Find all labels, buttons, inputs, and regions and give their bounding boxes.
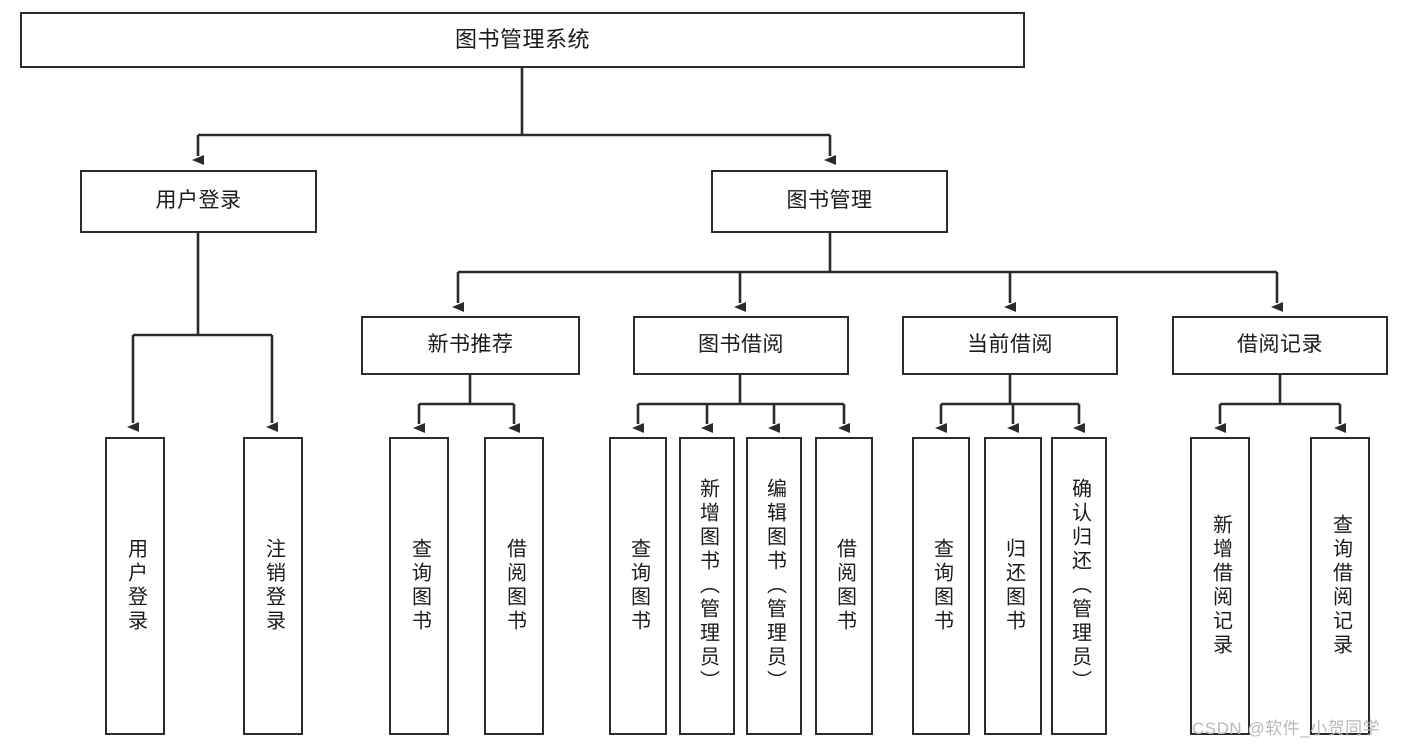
node-leaf-add-record-label: 新增借阅记录: [1209, 514, 1232, 658]
node-current-borrow[interactable]: 当前借阅: [902, 316, 1118, 375]
node-leaf-logout-label: 注销登录: [262, 538, 285, 634]
node-leaf-confirm-return-label: 确认归还（管理员）: [1068, 478, 1091, 694]
node-leaf-borrow-book-2-label: 借阅图书: [833, 538, 856, 634]
node-root-label: 图书管理系统: [454, 27, 590, 53]
node-leaf-borrow-book-1[interactable]: 借阅图书: [484, 437, 544, 735]
node-leaf-logout[interactable]: 注销登录: [243, 437, 303, 735]
node-leaf-query-book-3[interactable]: 查询图书: [912, 437, 970, 735]
node-leaf-confirm-return[interactable]: 确认归还（管理员）: [1051, 437, 1107, 735]
node-book-manage-label: 图书管理: [786, 189, 873, 213]
node-user-login[interactable]: 用户登录: [80, 170, 317, 233]
node-current-borrow-label: 当前借阅: [967, 333, 1053, 357]
node-user-login-label: 用户登录: [155, 189, 242, 213]
node-leaf-add-book[interactable]: 新增图书（管理员）: [679, 437, 735, 735]
node-new-book-rec-label: 新书推荐: [427, 333, 514, 357]
node-book-borrow[interactable]: 图书借阅: [633, 316, 849, 375]
node-leaf-query-book-1[interactable]: 查询图书: [389, 437, 449, 735]
node-leaf-borrow-book-2[interactable]: 借阅图书: [815, 437, 873, 735]
node-borrow-record-label: 借阅记录: [1237, 333, 1323, 357]
node-leaf-return-book[interactable]: 归还图书: [984, 437, 1042, 735]
node-leaf-query-record-label: 查询借阅记录: [1329, 514, 1352, 658]
node-leaf-query-book-1-label: 查询图书: [408, 538, 431, 634]
node-leaf-return-book-label: 归还图书: [1002, 538, 1025, 634]
node-leaf-edit-book-label: 编辑图书（管理员）: [763, 478, 786, 694]
node-book-borrow-label: 图书借阅: [698, 333, 784, 357]
node-leaf-add-record[interactable]: 新增借阅记录: [1190, 437, 1250, 735]
node-leaf-add-book-label: 新增图书（管理员）: [696, 478, 719, 694]
node-borrow-record[interactable]: 借阅记录: [1172, 316, 1388, 375]
node-leaf-query-record[interactable]: 查询借阅记录: [1310, 437, 1370, 735]
node-root[interactable]: 图书管理系统: [20, 12, 1025, 68]
node-leaf-query-book-3-label: 查询图书: [930, 538, 953, 634]
node-leaf-borrow-book-1-label: 借阅图书: [503, 538, 526, 634]
node-leaf-query-book-2[interactable]: 查询图书: [609, 437, 667, 735]
node-leaf-edit-book[interactable]: 编辑图书（管理员）: [746, 437, 802, 735]
node-new-book-rec[interactable]: 新书推荐: [361, 316, 580, 375]
node-leaf-user-login-label: 用户登录: [124, 538, 147, 634]
node-leaf-user-login[interactable]: 用户登录: [105, 437, 165, 735]
node-book-manage[interactable]: 图书管理: [711, 170, 948, 233]
node-leaf-query-book-2-label: 查询图书: [627, 538, 650, 634]
